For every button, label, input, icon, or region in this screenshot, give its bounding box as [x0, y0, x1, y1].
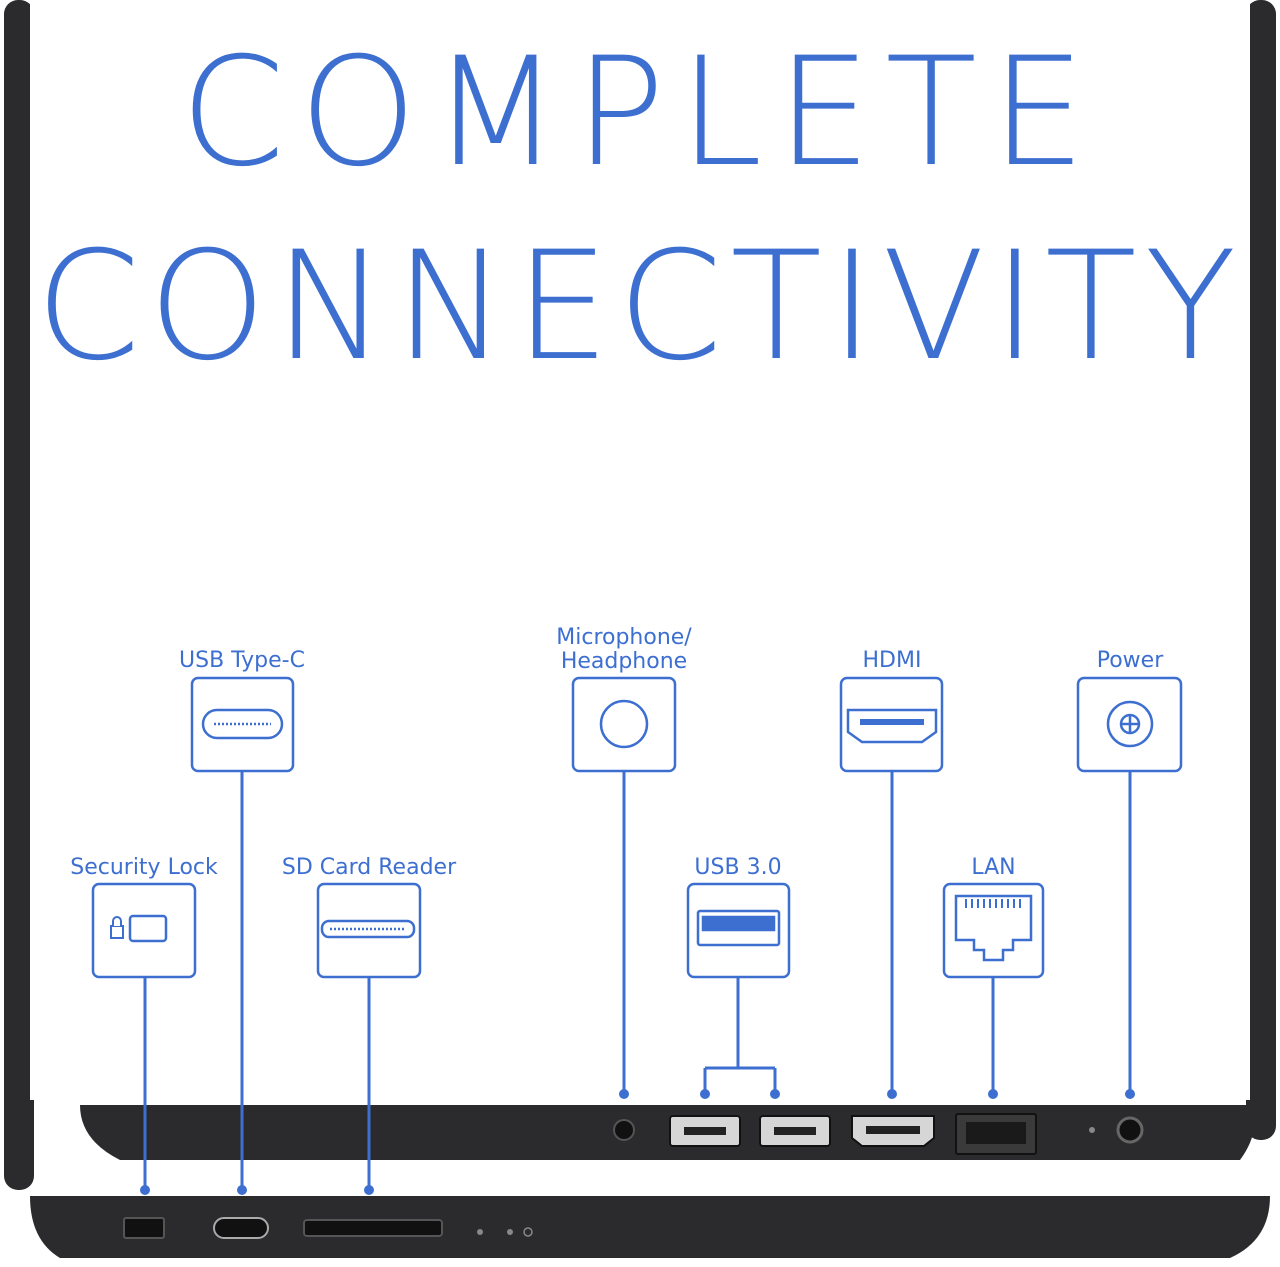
label-usb-type-c: USB Type-C	[179, 648, 305, 673]
mic-jack-icon	[613, 1119, 635, 1141]
lan-icon	[942, 882, 1045, 979]
label-mic-line-1: Microphone/	[556, 625, 692, 650]
hdmi-icon	[839, 676, 944, 773]
usb-3-icon	[686, 882, 791, 979]
sd-slot-icon	[303, 1219, 443, 1237]
connector-dots	[140, 1089, 1135, 1195]
security-lock-icon	[91, 882, 197, 979]
label-microphone-headphone: Microphone/ Headphone	[524, 625, 724, 675]
left-bezel	[4, 0, 34, 1190]
label-power: Power	[1096, 648, 1164, 673]
security-slot-icon	[123, 1217, 165, 1239]
connector-lines	[143, 772, 1132, 1190]
label-sd-card-reader: SD Card Reader	[281, 855, 457, 880]
power-icon	[1076, 676, 1183, 773]
usb-c-port-icon	[213, 1217, 269, 1239]
headline-line-1: COMPLETE	[180, 26, 1100, 200]
label-lan: LAN	[971, 855, 1016, 880]
headline-line-2: CONNECTIVITY	[35, 220, 1245, 394]
microphone-headphone-icon	[571, 676, 677, 773]
label-security-lock: Security Lock	[70, 855, 218, 880]
right-bezel	[1246, 0, 1276, 1140]
label-usb-3: USB 3.0	[694, 855, 782, 880]
label-mic-line-2: Headphone	[560, 649, 688, 675]
sd-card-reader-icon	[316, 882, 422, 979]
label-hdmi: HDMI	[862, 648, 922, 673]
usb-c-icon	[190, 676, 295, 773]
laptop-right-side	[80, 1105, 1255, 1160]
power-jack-icon	[1116, 1116, 1144, 1144]
laptop-left-side	[30, 1196, 1270, 1258]
